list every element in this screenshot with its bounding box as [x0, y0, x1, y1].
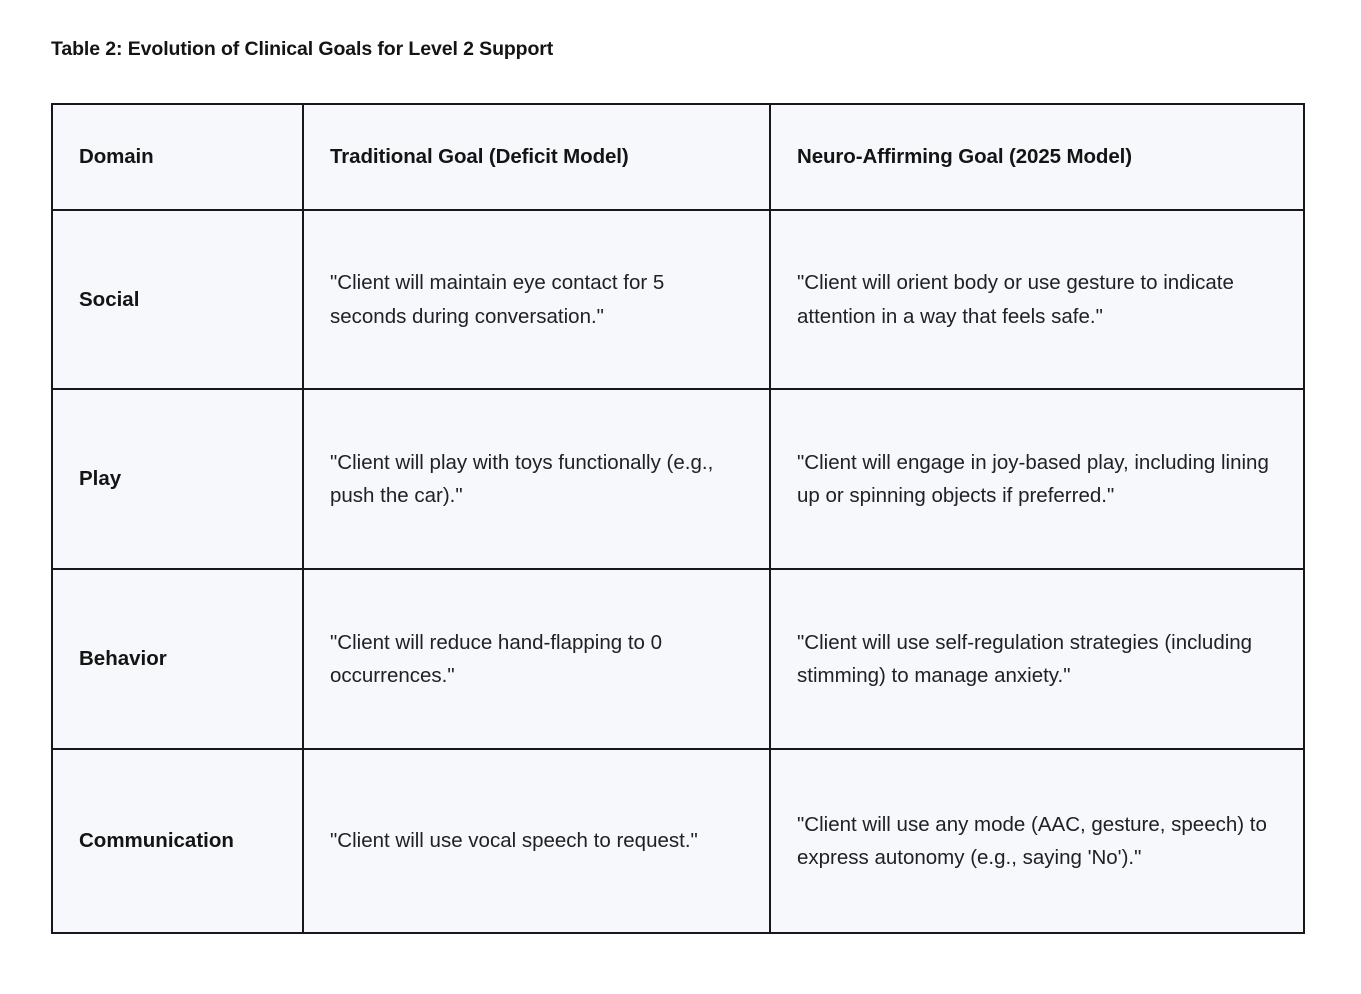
cell-traditional-behavior: "Client will reduce hand-flapping to 0 o… [302, 568, 771, 750]
cell-domain-communication: Communication [51, 748, 304, 934]
column-header-domain: Domain [51, 103, 304, 211]
table-row: Behavior "Client will reduce hand-flappi… [51, 568, 1305, 750]
table-header-row: Domain Traditional Goal (Deficit Model) … [51, 103, 1305, 211]
table-header: Domain Traditional Goal (Deficit Model) … [51, 103, 1305, 211]
cell-domain-behavior: Behavior [51, 568, 304, 750]
table-row: Communication "Client will use vocal spe… [51, 748, 1305, 934]
cell-traditional-communication: "Client will use vocal speech to request… [302, 748, 771, 934]
cell-domain-social: Social [51, 209, 304, 390]
cell-domain-play: Play [51, 388, 304, 570]
clinical-goals-table: Domain Traditional Goal (Deficit Model) … [51, 103, 1305, 934]
table-row: Play "Client will play with toys functio… [51, 388, 1305, 570]
cell-neuro-play: "Client will engage in joy-based play, i… [769, 388, 1305, 570]
cell-traditional-social: "Client will maintain eye contact for 5 … [302, 209, 771, 390]
table-body: Social "Client will maintain eye contact… [51, 209, 1305, 934]
cell-neuro-behavior: "Client will use self-regulation strateg… [769, 568, 1305, 750]
table-row: Social "Client will maintain eye contact… [51, 209, 1305, 390]
column-header-traditional-goal: Traditional Goal (Deficit Model) [302, 103, 771, 211]
cell-neuro-communication: "Client will use any mode (AAC, gesture,… [769, 748, 1305, 934]
cell-neuro-social: "Client will orient body or use gesture … [769, 209, 1305, 390]
table-caption: Table 2: Evolution of Clinical Goals for… [51, 38, 554, 60]
cell-traditional-play: "Client will play with toys functionally… [302, 388, 771, 570]
column-header-neuro-affirming-goal: Neuro-Affirming Goal (2025 Model) [769, 103, 1305, 211]
